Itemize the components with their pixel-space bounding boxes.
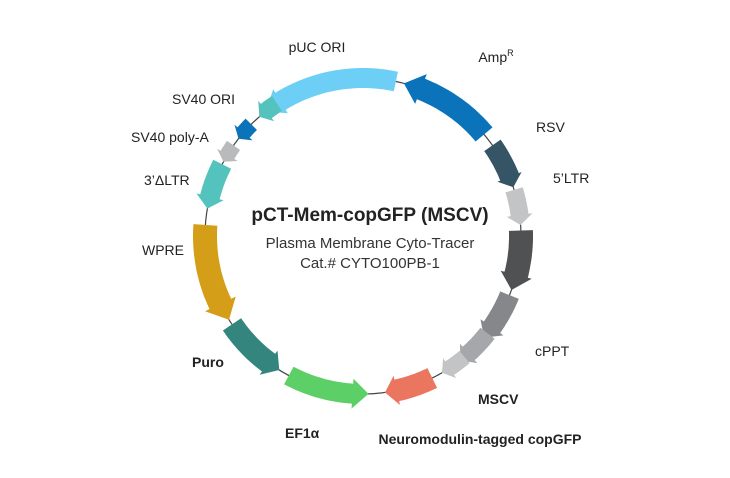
label-puro: Puro: [192, 354, 224, 370]
label-3dltr: 3’ΔLTR: [144, 172, 190, 188]
label-sv40-polya: SV40 poly-A: [131, 129, 209, 145]
arrow-rsv: [484, 139, 522, 188]
label-puc-ori: pUC ORI: [289, 39, 346, 55]
arrow-seg-grey-2: [460, 327, 495, 364]
label-copgfp: Neuromodulin-tagged copGFP: [379, 431, 582, 447]
label-mscv: MSCV: [478, 391, 519, 407]
arrow-sv40-polya: [234, 118, 257, 141]
plasmid-subtitle: Plasma Membrane Cyto-Tracer: [266, 235, 475, 252]
feature-arrows: [193, 68, 533, 409]
label-sv40-ori: SV40 ORI: [172, 91, 235, 107]
arrow-wpre: [196, 159, 232, 209]
arrow-3dltr: [217, 140, 241, 162]
arrow-puc-ori: [265, 68, 398, 114]
label-ampr-text: Amp: [478, 49, 507, 65]
label-ampr-sup: R: [507, 48, 514, 58]
label-wpre: WPRE: [142, 242, 184, 258]
label-5ltr: 5’LTR: [553, 170, 589, 186]
label-cppt: cPPT: [535, 343, 570, 359]
label-rsv: RSV: [536, 119, 565, 135]
arrow-sv40-ori: [258, 95, 282, 122]
arrow-seg-grey-1: [480, 291, 519, 338]
feature-labels: pUC ORI AmpR RSV 5’LTR cPPT MSCV Neuromo…: [131, 39, 589, 447]
arrow-copgfp: [284, 366, 369, 409]
arrow-mscv: [385, 368, 438, 405]
plasmid-title: pCT-Mem-copGFP (MSCV): [251, 205, 488, 226]
arrow-5ltr: [505, 187, 533, 225]
arrow-ampr: [403, 74, 493, 142]
arrow-cppt: [442, 350, 470, 379]
arrow-seg-dark: [500, 230, 533, 290]
label-ampr: AmpR: [478, 48, 514, 65]
arrow-ef1a: [222, 318, 280, 375]
catalog-number: Cat.# CYTO100PB-1: [300, 255, 440, 272]
label-ef1a: EF1α: [285, 425, 320, 441]
arrow-puro: [193, 224, 236, 320]
